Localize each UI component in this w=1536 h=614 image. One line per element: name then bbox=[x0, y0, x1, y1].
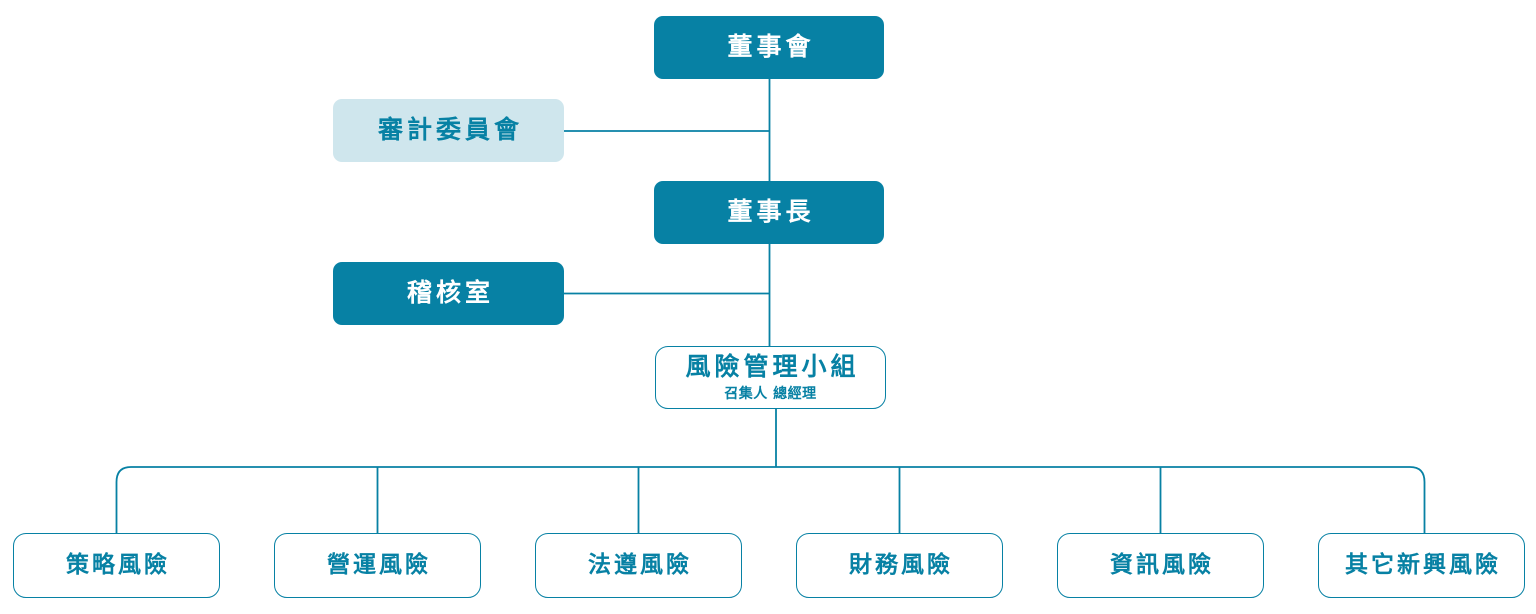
node-chairman-label: 董事長 bbox=[727, 197, 815, 227]
node-audit-office-label: 稽核室 bbox=[406, 278, 494, 308]
node-risk-category-label: 營運風險 bbox=[327, 552, 431, 579]
node-risk-category[interactable]: 其它新興風險 bbox=[1318, 533, 1525, 598]
connector-bus bbox=[115, 466, 1426, 533]
node-audit-committee[interactable]: 審計委員會 bbox=[333, 99, 564, 162]
node-board-of-directors-label: 董事會 bbox=[727, 32, 815, 62]
node-risk-management-group[interactable]: 風險管理小組 召集人 總經理 bbox=[655, 346, 886, 409]
node-risk-category-label: 策略風險 bbox=[66, 552, 170, 579]
node-risk-category[interactable]: 策略風險 bbox=[13, 533, 220, 598]
node-risk-category-label: 資訊風險 bbox=[1110, 552, 1214, 579]
node-audit-committee-label: 審計委員會 bbox=[377, 115, 523, 145]
node-risk-category-label: 其它新興風險 bbox=[1345, 552, 1501, 579]
node-risk-category[interactable]: 資訊風險 bbox=[1057, 533, 1264, 598]
node-board-of-directors[interactable]: 董事會 bbox=[654, 16, 884, 79]
node-risk-category[interactable]: 營運風險 bbox=[274, 533, 481, 598]
node-risk-category[interactable]: 財務風險 bbox=[796, 533, 1003, 598]
node-audit-office[interactable]: 稽核室 bbox=[333, 262, 564, 325]
node-risk-management-group-label: 風險管理小組 bbox=[685, 351, 860, 381]
node-risk-management-group-subtitle: 召集人 總經理 bbox=[724, 386, 817, 403]
node-risk-category[interactable]: 法遵風險 bbox=[535, 533, 742, 598]
node-chairman[interactable]: 董事長 bbox=[654, 181, 884, 244]
node-risk-category-label: 財務風險 bbox=[849, 552, 953, 579]
node-risk-category-label: 法遵風險 bbox=[588, 552, 692, 579]
